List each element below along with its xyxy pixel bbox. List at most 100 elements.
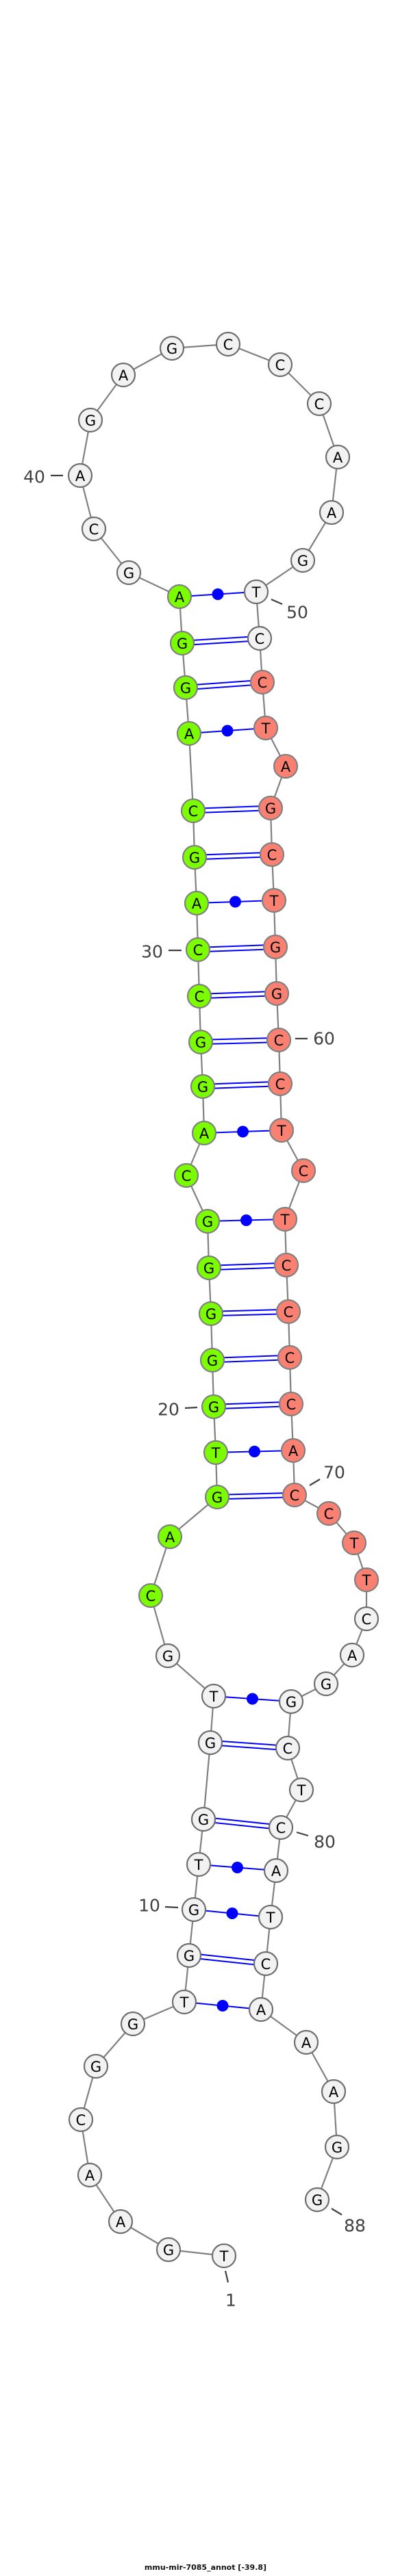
nucleotide-63: C: [290, 1158, 316, 1184]
nucleotide-letter: G: [197, 1079, 208, 1095]
nucleotide-69: A: [280, 1437, 306, 1463]
nucleotide-letter: C: [299, 1163, 309, 1180]
nucleotide-letter: T: [219, 2248, 229, 2265]
base-pair-22-66: [222, 1309, 277, 1316]
pair-bond-line: [225, 1405, 280, 1409]
nucleotide-44: C: [215, 331, 241, 357]
nucleotide-letter: G: [206, 1306, 216, 1323]
position-tick: [184, 1406, 198, 1409]
nucleotide-circle: [155, 1643, 181, 1669]
pair-bond-line: [220, 1262, 275, 1266]
nucleotide-circle: [116, 560, 142, 586]
nucleotide-letter: T: [194, 1857, 203, 1873]
nucleotide-50: T: [243, 579, 269, 605]
position-label-88: 88: [344, 2216, 366, 2236]
nucleotide-circle: [272, 1206, 298, 1232]
nucleotide-45: C: [267, 352, 293, 378]
nucleotide-circle: [266, 1027, 292, 1053]
nucleotide-79: T: [288, 1777, 314, 1803]
nucleotide-letter: G: [271, 986, 282, 1002]
nucleotide-letter: G: [312, 2192, 323, 2209]
nucleotide-letter: C: [286, 1396, 297, 1413]
nucleotide-circle: [275, 1735, 301, 1761]
nucleotide-circle: [273, 1252, 299, 1278]
nucleotide-74: C: [353, 1606, 379, 1632]
nucleotide-circle: [243, 579, 269, 605]
nucleotide-letter: C: [324, 1506, 334, 1522]
pair-bond-line: [214, 1085, 269, 1089]
nucleotide-letter: G: [177, 636, 188, 652]
wobble-dot-icon: [216, 2000, 229, 2012]
nucleotide-letter: C: [284, 1304, 294, 1320]
pair-bond-line: [210, 991, 265, 995]
nucleotide-58: G: [262, 934, 288, 960]
nucleotide-letter: C: [314, 396, 325, 413]
nucleotide-circle: [304, 2187, 330, 2213]
nucleotide-72: T: [341, 1530, 367, 1556]
nucleotide-circle: [83, 2053, 109, 2079]
nucleotide-letter: A: [75, 468, 86, 484]
nucleotide-9: G: [176, 1942, 202, 1968]
nucleotide-letter: A: [256, 2002, 266, 2018]
nucleotide-letter: G: [189, 850, 200, 866]
structure-title: mmu-mir-7085_annot [-39.8]: [144, 2563, 267, 2572]
position-label-1: 1: [225, 2291, 236, 2311]
nucleotide-circle: [269, 1117, 295, 1143]
nucleotide-letter: G: [184, 1948, 195, 1964]
base-pair-37-50: [190, 588, 245, 600]
nucleotide-letter: T: [266, 1910, 275, 1926]
nucleotide-53: T: [253, 715, 279, 741]
pair-bond-line: [205, 809, 260, 814]
nucleotide-letter: G: [270, 939, 281, 956]
nucleotide-circle: [288, 1777, 314, 1803]
nucleotide-55: G: [258, 795, 284, 821]
nucleotide-17: A: [157, 1524, 183, 1550]
nucleotide-68: C: [278, 1391, 304, 1417]
base-pair-10-82: [205, 1908, 260, 1919]
nucleotide-80: C: [268, 1814, 294, 1840]
pair-bond-line: [212, 1041, 268, 1045]
nucleotide-25: C: [173, 1162, 199, 1188]
nucleotide-circle: [215, 331, 241, 357]
nucleotide-letter: C: [89, 521, 99, 538]
nucleotide-circle: [267, 352, 293, 378]
nucleotide-22: G: [198, 1301, 224, 1327]
nucleotide-65: C: [273, 1252, 299, 1278]
base-pair-13-78: [221, 1741, 277, 1750]
nucleotide-letter: G: [123, 565, 134, 582]
nucleotide-43: G: [159, 335, 185, 361]
position-label-80: 80: [314, 1832, 336, 1852]
base-pair-11-81: [210, 1862, 265, 1873]
nucleotide-letter: C: [261, 1956, 271, 1973]
pair-bond-line: [224, 1359, 279, 1363]
nucleotide-letter: G: [321, 1676, 332, 1693]
nucleotide-circle: [341, 1530, 367, 1556]
nucleotide-circle: [159, 335, 185, 361]
nucleotide-circle: [190, 1806, 216, 1832]
nucleotide-84: A: [248, 1996, 274, 2022]
base-pair-28-60: [212, 1037, 268, 1045]
nucleotides: TGAACGGTGGTGGTGCAGTGGGGGCAGGCCAGCAGGAGCA…: [67, 331, 379, 2269]
position-tick: [309, 1479, 321, 1486]
nucleotide-64: T: [272, 1206, 298, 1232]
nucleotide-1: T: [211, 2243, 237, 2269]
nucleotide-circle: [253, 1951, 279, 1977]
nucleotide-circle: [138, 1583, 164, 1609]
nucleotide-circle: [67, 463, 93, 489]
nucleotide-85: A: [293, 2029, 319, 2055]
position-label-10: 10: [138, 1896, 160, 1916]
wobble-dot-icon: [212, 588, 224, 600]
pair-bond-line: [221, 1745, 276, 1750]
nucleotide-circle: [261, 887, 287, 913]
nucleotide-76: G: [313, 1671, 339, 1697]
nucleotide-83: C: [253, 1951, 279, 1977]
nucleotide-37: A: [166, 584, 192, 610]
nucleotide-71: C: [316, 1500, 342, 1526]
nucleotide-letter: C: [275, 1076, 286, 1093]
nucleotide-circle: [77, 2162, 103, 2188]
nucleotide-52: C: [249, 669, 275, 695]
backbone: [79, 343, 368, 2257]
nucleotide-letter: A: [271, 1863, 282, 1879]
pair-bond-line: [210, 948, 264, 952]
pair-bond-line: [212, 1037, 267, 1041]
